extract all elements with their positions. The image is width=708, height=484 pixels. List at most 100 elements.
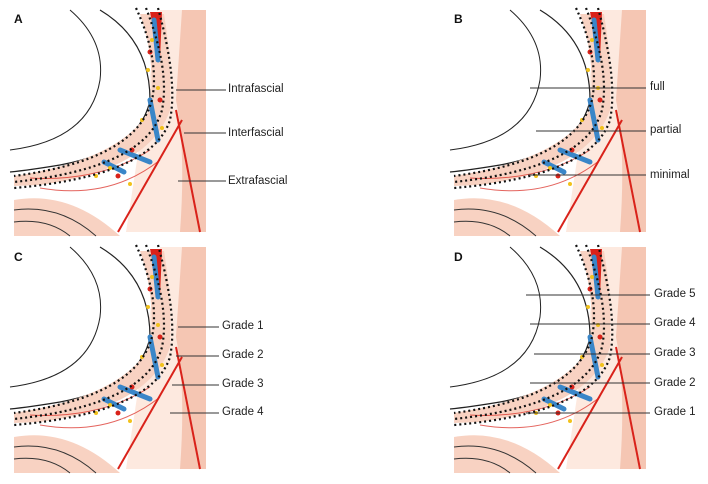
vessel-line-2 [117,356,183,470]
vessel-line-1 [175,109,201,233]
vessel-dot-3 [597,97,603,103]
fat-dot-1 [586,305,590,309]
label-grade-5: Grade 5 [654,288,696,300]
prostate-region [10,10,150,172]
fat-dot-8 [590,38,594,42]
label-grade-3: Grade 3 [222,378,264,390]
nerve-1 [591,254,601,300]
anatomy-illustration [9,7,226,237]
vessel-line-1 [615,346,641,470]
vessel-dot-4 [115,410,121,416]
label-grade-4: Grade 4 [654,317,696,329]
anatomy-illustration [449,7,646,237]
bulb-line-2 [13,220,71,237]
fat-dot-8 [150,38,154,42]
illustration-group [449,244,646,474]
bulb-line-1 [13,445,97,474]
fat-dot-7 [160,363,164,367]
nerve-4 [541,396,567,412]
vessel-line-4 [479,159,601,192]
illustration-group [449,7,646,237]
nerve-2 [587,97,601,143]
vessel-dot-4 [555,173,561,179]
bulb-line-2 [453,457,511,474]
vessel-line-1 [615,109,641,233]
fascial-plane-3 [453,244,614,427]
nerve-1 [151,17,161,63]
neurovascular-zone [454,14,611,186]
fat-dot-1 [146,68,150,72]
bulb-line-2 [453,220,511,237]
label-grade-4: Grade 4 [222,406,264,418]
fat-dot-2 [156,323,160,327]
neurovascular-zone [454,251,611,423]
panel-d: D Grade 5 Grade 4 Grade 3 Grade 2 Grade … [354,242,708,484]
panel-letter: D [454,250,463,264]
vessel-line-4 [39,396,161,429]
label-interfascial: Interfascial [228,127,284,139]
rectal-wall [176,10,206,232]
fat-dot-7 [600,363,604,367]
gland-arc [449,9,542,151]
fat-dot-6 [128,182,132,186]
nerve-4 [541,159,567,175]
vessel-line-1 [175,346,201,470]
fat-dot-6 [568,419,572,423]
nerve-4 [101,159,127,175]
nerve-3 [117,384,153,402]
label-minimal: minimal [650,169,690,181]
panel-letter: C [14,250,23,264]
label-grade-2: Grade 2 [654,377,696,389]
fat-dot-1 [586,68,590,72]
fat-dot-6 [128,419,132,423]
nerve-3 [117,147,153,165]
vessel-line-4 [39,159,161,192]
fat-dot-7 [160,126,164,130]
vessel-dot-3 [597,334,603,340]
fat-dot-6 [568,182,572,186]
illustration-group [9,244,206,474]
vessel-line-4 [479,396,601,429]
panel-b: B full partial minimal [354,0,708,242]
gland-arc [9,9,102,151]
vessel-dot-3 [157,334,163,340]
fat-dot-2 [156,86,160,90]
panel-letter: A [14,12,23,26]
nerve-1 [151,254,161,300]
vessel-dot-3 [157,97,163,103]
gland-arc [449,246,542,388]
prostate-region [10,247,150,409]
label-grade-1: Grade 1 [654,406,696,418]
neurovascular-zone [14,251,171,423]
nerve-1 [591,17,601,63]
label-extrafascial: Extrafascial [228,175,288,187]
nerve-2 [147,334,161,380]
label-grade-1: Grade 1 [222,320,264,332]
nerve-2 [587,334,601,380]
label-grade-3: Grade 3 [654,347,696,359]
illustration-group [9,7,206,237]
fascial-plane-3 [13,7,174,190]
nerve-2 [147,97,161,143]
anatomy-illustration [449,244,650,474]
nerve-4 [101,396,127,412]
neurovascular-zone [14,14,171,186]
label-intrafascial: Intrafascial [228,83,284,95]
fat-dot-7 [600,126,604,130]
nerve-3 [557,147,593,165]
fat-dot-8 [150,275,154,279]
fascial-plane-3 [453,7,614,190]
vessel-dot-4 [115,173,121,179]
label-partial: partial [650,124,682,136]
nerve-3 [557,384,593,402]
vessel-line-2 [557,119,623,233]
prostate-region [450,247,590,409]
fat-dot-1 [146,305,150,309]
bulb-line-1 [453,445,537,474]
rectal-wall [616,10,646,232]
bulb-line-2 [13,457,71,474]
label-grade-2: Grade 2 [222,349,264,361]
fat-dot-8 [590,275,594,279]
fascial-plane-3 [13,244,174,427]
bulb-line-1 [13,208,97,237]
